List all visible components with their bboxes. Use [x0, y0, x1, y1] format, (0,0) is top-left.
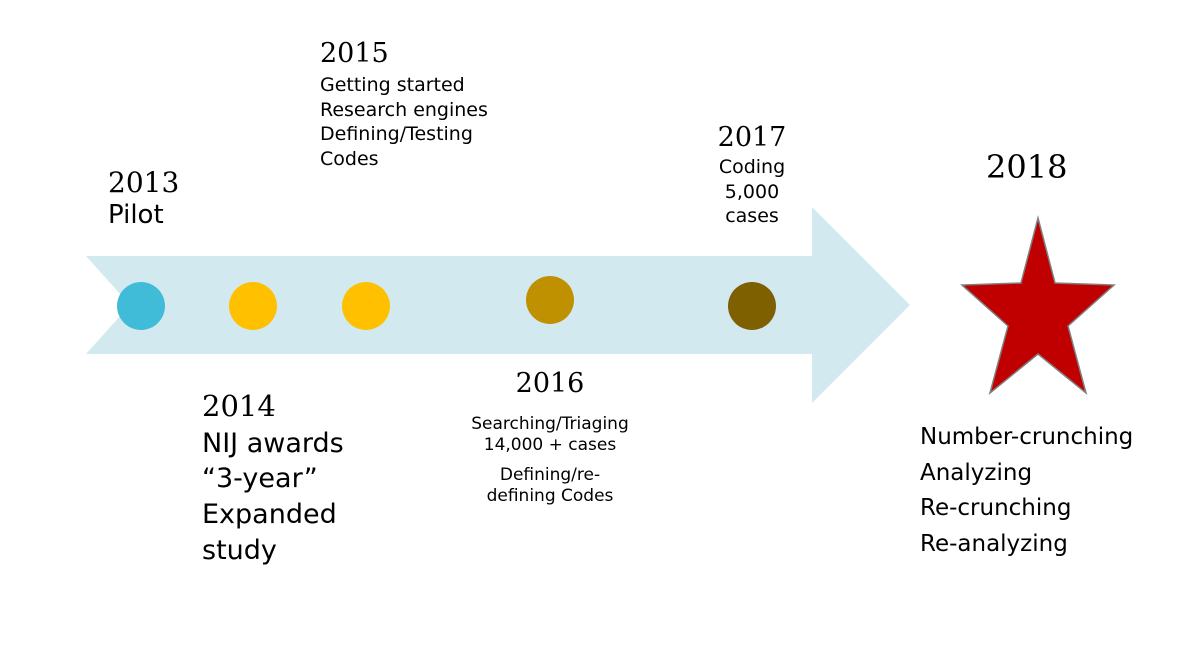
goal-star-icon [960, 215, 1116, 396]
desc-2017-line-3: cases [725, 205, 779, 228]
milestone-label-2014: 2014 NIJ awards “3-year” Expanded study [202, 387, 344, 569]
desc-2018-line-1: Number-crunching [920, 424, 1134, 450]
desc-2014-line-1: NIJ awards [202, 427, 344, 459]
milestone-label-2017: 2017 Coding 5,000 cases [700, 120, 804, 229]
milestone-label-2015: 2015 Getting started Research engines De… [320, 36, 488, 172]
milestone-dot-2014 [229, 282, 277, 330]
desc-2015-line-2: Research engines [320, 98, 488, 121]
milestone-label-2013: 2013 Pilot [108, 166, 179, 231]
desc-2014-line-4: study [202, 535, 277, 567]
desc-2016-line-1: Searching/Triaging [471, 414, 629, 435]
milestone-dot-2016 [526, 276, 574, 324]
desc-2017-line-2: 5,000 [724, 180, 780, 203]
desc-2017-line-1: Coding [718, 156, 786, 179]
milestone-label-2016: 2016 Searching/Triaging 14,000 + cases D… [448, 368, 652, 506]
desc-2018-line-4: Re-analyzing [920, 530, 1068, 557]
year-2018: 2018 [986, 148, 1068, 186]
desc-2018-line-3: Re-crunching [920, 495, 1072, 522]
timeline-arrow [86, 207, 910, 403]
desc-2016-line-4: defining Codes [486, 485, 614, 506]
milestone-dot-2017 [728, 282, 776, 330]
year-2014: 2014 [202, 389, 276, 423]
desc-2013-line-1: Pilot [108, 199, 164, 230]
desc-2014-line-3: Expanded [202, 499, 337, 531]
milestone-dot-2013 [117, 282, 165, 330]
milestone-dot-2015 [342, 282, 390, 330]
desc-2016-line-2: 14,000 + cases [483, 434, 617, 455]
desc-2015-line-1: Getting started [320, 74, 465, 97]
desc-2016-line-3: Defining/re- [499, 465, 601, 486]
desc-2015-line-3: Defining/Testing [320, 123, 473, 146]
year-2015: 2015 [320, 38, 389, 69]
desc-2014-line-2: “3-year” [202, 463, 318, 495]
milestone-label-2018: Number-crunching Analyzing Re-crunching … [920, 420, 1133, 563]
desc-2015-line-4: Codes [320, 148, 379, 171]
year-2013: 2013 [108, 166, 180, 199]
year-2016: 2016 [515, 368, 585, 399]
desc-2018-line-2: Analyzing [920, 459, 1033, 486]
year-2017: 2017 [717, 122, 787, 153]
